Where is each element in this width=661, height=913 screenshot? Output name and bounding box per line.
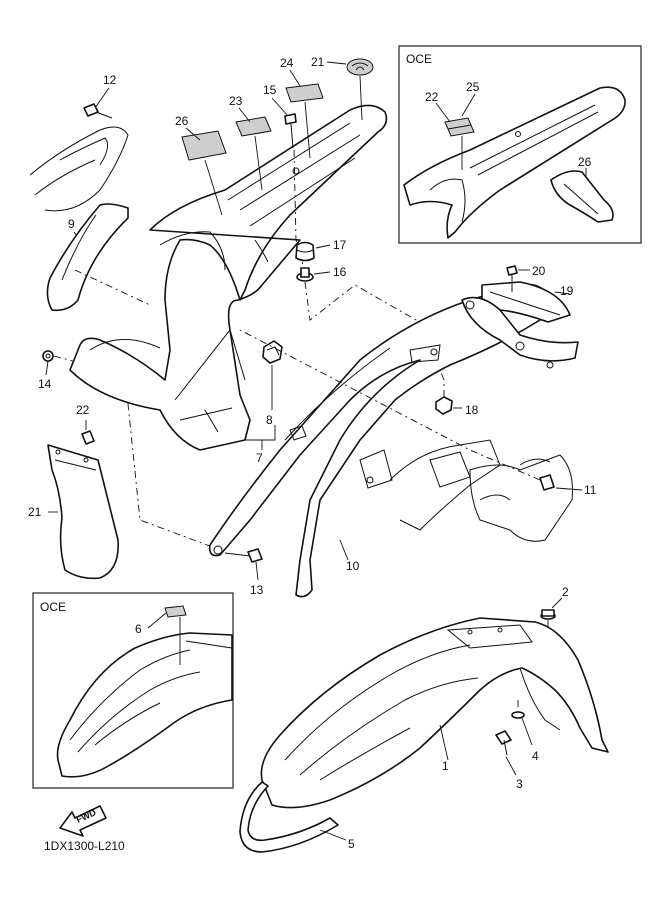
callout-1: 1 — [442, 759, 449, 773]
parts-21-22: 1 21 20 22 — [28, 403, 119, 580]
part-15-group: 15 — [263, 83, 306, 273]
callout-3: 3 — [516, 777, 523, 791]
inset-rear-fender — [403, 86, 626, 239]
rear-fender-group: 26 23 24 21 — [69, 55, 388, 451]
callout-20: 20 — [532, 264, 546, 278]
callout-9: 9 — [68, 217, 75, 231]
callout-24: 22 — [425, 90, 439, 104]
callout-7: 7 — [256, 451, 263, 465]
callout-14: 14 — [38, 377, 52, 391]
nut-8 — [262, 340, 283, 364]
bolt-15 — [284, 113, 297, 125]
callout-2: 2 — [562, 585, 569, 599]
subframe-10: 10 — [208, 283, 549, 598]
callout-13: 13 — [250, 583, 264, 597]
bolt-12-group: 12 — [29, 73, 129, 212]
callout-22-label: 22 — [76, 403, 90, 417]
diagram-code: 1DX1300-L210 — [44, 839, 125, 853]
inset-front-fender — [56, 632, 233, 778]
callout-11: 11 — [584, 483, 597, 497]
part-9-group: 9 — [46, 203, 151, 312]
fwd-arrow-icon — [59, 805, 107, 837]
front-fender-group: 1 2 4 3 5 — [239, 585, 609, 853]
washer-4 — [511, 711, 525, 719]
fwd-indicator: FWD — [59, 805, 107, 837]
inset-frame — [398, 45, 642, 244]
callout-5: 5 — [348, 837, 355, 851]
parts-19-20: 19 20 — [461, 264, 579, 369]
bolt-11 — [539, 474, 555, 491]
decal-6 — [164, 605, 187, 618]
bolt-12 — [83, 103, 99, 117]
bracket-19 — [481, 281, 571, 323]
callout-18: 18 — [465, 403, 479, 417]
parts-16-17: 17 16 — [295, 238, 431, 329]
callout-28: 26 — [578, 155, 592, 169]
inset-label-oce: OCE — [406, 52, 432, 66]
rear-fender — [69, 104, 388, 451]
callout-26: 26 — [175, 114, 189, 128]
decal-27 — [285, 83, 324, 103]
callout-27: 24 — [280, 56, 294, 70]
callout-8: 8 — [266, 413, 273, 427]
callout-26-inset: 25 — [466, 80, 480, 94]
bolt-20 — [506, 265, 518, 276]
decal-26 — [181, 130, 227, 161]
mount-plate — [461, 296, 579, 362]
callout-4: 4 — [532, 749, 539, 763]
inset-oce-rear: OCE 26 22 25 — [398, 45, 642, 244]
washer-14 — [42, 350, 54, 362]
mud-flap-21 — [47, 444, 119, 580]
callout-16: 16 — [333, 265, 347, 279]
part-18-group: 18 — [435, 369, 479, 417]
part-11-group: 11 — [239, 329, 597, 542]
inset-oce-front: OCE 6 — [32, 592, 234, 789]
bolt-13 — [247, 548, 263, 563]
part-13-group: 13 — [224, 548, 264, 597]
callout-23: 21 — [311, 55, 325, 69]
inset-label-oce-front: OCE — [40, 600, 66, 614]
parts-7-8: 8 7 — [245, 340, 283, 465]
callout-15: 15 — [263, 83, 277, 97]
callout-19: 19 — [560, 284, 574, 298]
decal-25 — [235, 116, 272, 137]
nut-18 — [435, 396, 453, 415]
callout-10: 10 — [346, 559, 360, 573]
callout-12: 12 — [103, 73, 117, 87]
front-fender — [260, 617, 609, 809]
side-panel-9 — [46, 203, 129, 312]
callout-6: 6 — [135, 622, 142, 636]
inset-frame-front — [32, 592, 234, 789]
guard-5 — [239, 781, 339, 853]
bolt-22 — [81, 430, 95, 445]
rear-frame — [208, 283, 549, 598]
callout-21-label: 21 — [28, 505, 42, 519]
callout-17: 17 — [333, 238, 347, 252]
part-28 — [550, 170, 614, 223]
bolt-3 — [495, 730, 512, 745]
callout-25: 23 — [229, 94, 243, 108]
